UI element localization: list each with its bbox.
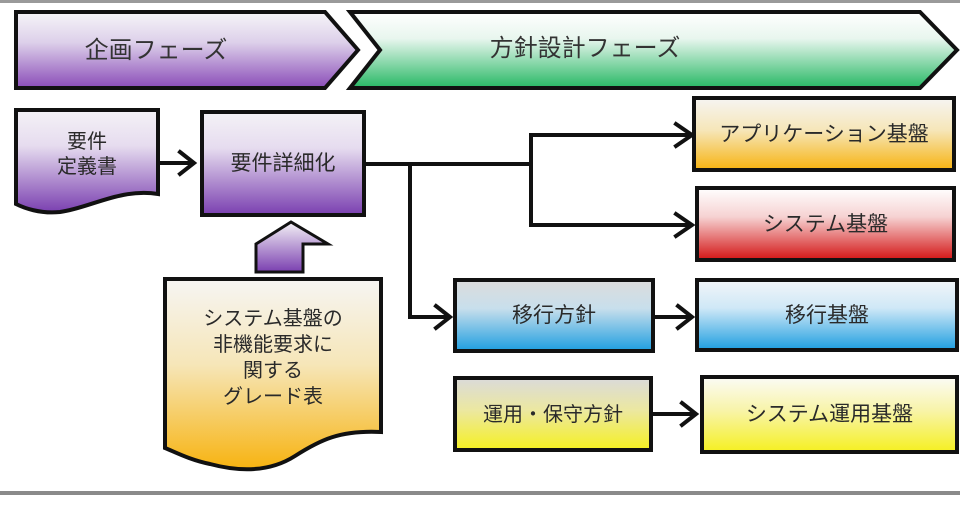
bottom-border: [0, 491, 960, 495]
top-border: [0, 0, 960, 3]
phase-banner-policy-design: [345, 10, 960, 90]
node-requirements-detail: [200, 110, 366, 217]
node-requirements-doc: [14, 108, 160, 215]
node-ops-policy: [453, 376, 653, 452]
arrowhead-to-ops-platform: [679, 400, 700, 428]
up-arrow-icon: [254, 220, 334, 274]
node-application-platform: [692, 96, 956, 172]
node-system-ops-platform: [700, 375, 959, 454]
arrowhead-to-migration-platform: [675, 303, 696, 331]
node-migration-policy: [453, 278, 655, 353]
node-migration-platform: [695, 278, 959, 352]
arrowhead-to-system: [673, 211, 696, 239]
node-grade-table: [163, 277, 383, 472]
arrowhead-doc-to-detail: [177, 149, 198, 177]
node-system-platform: [695, 186, 956, 262]
phase-banner-planning: [14, 10, 361, 90]
arrowhead-to-migration-policy: [433, 303, 454, 331]
